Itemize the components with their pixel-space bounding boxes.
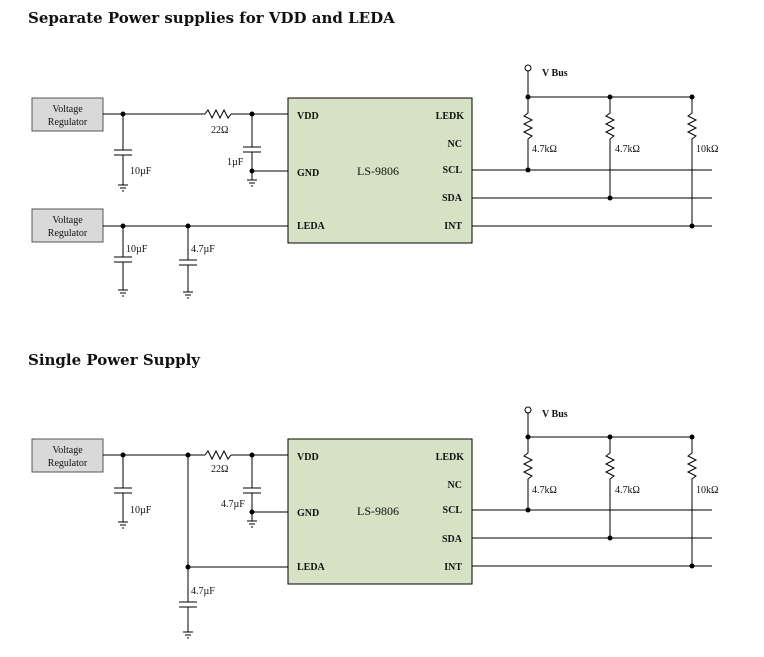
voltage-regulator-1: Voltage Regulator — [31, 97, 104, 132]
pin-leda: LEDA — [297, 221, 326, 232]
pullup-resistor-2-value: 4.7kΩ — [615, 144, 640, 155]
regulator-label-line2: Regulator — [48, 117, 88, 128]
pin-sda: SDA — [442, 193, 463, 204]
leda-capacitor-value: 4.7µF — [191, 586, 215, 597]
regulator-label-line1: Voltage — [52, 215, 83, 226]
vdd-decoupling-capacitor: 4.7µF — [221, 452, 288, 528]
schematic-single-supply: Voltage Regulator 22Ω 10µF 4.7µF 4.7µF V… — [31, 406, 718, 639]
i2c-bus: V Bus 4.7kΩ 4.7kΩ 10kΩ — [472, 64, 718, 229]
vbus-label: V Bus — [542, 409, 568, 420]
pin-vdd: VDD — [297, 111, 319, 122]
vdd-rail: 22Ω — [103, 449, 288, 475]
pullup-resistor-2 — [604, 97, 616, 198]
pin-scl: SCL — [443, 165, 463, 176]
pin-ledk: LEDK — [436, 111, 465, 122]
vbus-label: V Bus — [542, 68, 568, 79]
sensor-chip: VDD GND LEDA LS-9806 LEDK NC SCL SDA INT — [287, 438, 473, 585]
pullup-resistor-2 — [604, 437, 616, 538]
pullup-resistor-3 — [686, 437, 698, 566]
section-title-single: Single Power Supply — [28, 351, 200, 369]
vdd-decoupling-capacitor-value: 4.7µF — [221, 499, 245, 510]
vdd-decoupling-capacitor-value: 1µF — [227, 157, 244, 168]
pin-nc: NC — [448, 480, 462, 491]
chip-part-number: LS-9806 — [357, 504, 399, 518]
leda-rail: 10µF 4.7µF — [103, 223, 288, 299]
series-resistor — [204, 108, 232, 120]
pin-int: INT — [444, 221, 462, 232]
schematic-separate-supplies: Voltage Regulator Voltage Regulator 22Ω … — [31, 64, 718, 299]
leda-rail: 4.7µF — [179, 452, 288, 639]
regulator-label-line1: Voltage — [52, 445, 83, 456]
pullup-resistor-1-value: 4.7kΩ — [532, 144, 557, 155]
vdd-bulk-capacitor-value: 10µF — [130, 505, 152, 516]
pin-int: INT — [444, 562, 462, 573]
voltage-regulator-1: Voltage Regulator — [31, 438, 104, 473]
pullup-resistor-3-value: 10kΩ — [696, 485, 718, 496]
sensor-chip: VDD GND LEDA LS-9806 LEDK NC SCL SDA INT — [287, 97, 473, 244]
pin-vdd: VDD — [297, 452, 319, 463]
pullup-resistor-1-value: 4.7kΩ — [532, 485, 557, 496]
chip-part-number: LS-9806 — [357, 164, 399, 178]
section-title-separate: Separate Power supplies for VDD and LEDA — [28, 9, 395, 27]
pullup-resistor-3 — [686, 97, 698, 226]
pin-scl: SCL — [443, 505, 463, 516]
series-resistor — [204, 449, 232, 461]
pin-nc: NC — [448, 139, 462, 150]
regulator-label-line2: Regulator — [48, 458, 88, 469]
pin-sda: SDA — [442, 534, 463, 545]
regulator-label-line1: Voltage — [52, 104, 83, 115]
vdd-bulk-capacitor: 10µF — [114, 452, 152, 529]
pin-gnd: GND — [297, 168, 319, 179]
voltage-regulator-2: Voltage Regulator — [31, 208, 104, 243]
pin-leda: LEDA — [297, 562, 326, 573]
leda-capacitor-value: 4.7µF — [191, 244, 215, 255]
pin-ledk: LEDK — [436, 452, 465, 463]
pin-gnd: GND — [297, 508, 319, 519]
vdd-bulk-capacitor-value: 10µF — [130, 166, 152, 177]
regulator-label-line2: Regulator — [48, 228, 88, 239]
pullup-resistor-1 — [522, 437, 534, 510]
series-resistor-value: 22Ω — [211, 125, 228, 136]
vdd-bulk-capacitor: 10µF — [114, 111, 152, 192]
i2c-bus: V Bus 4.7kΩ 4.7kΩ 10kΩ — [472, 406, 718, 569]
vdd-rail: 22Ω — [103, 108, 288, 136]
pullup-resistor-1 — [522, 97, 534, 170]
pullup-resistor-3-value: 10kΩ — [696, 144, 718, 155]
pullup-resistor-2-value: 4.7kΩ — [615, 485, 640, 496]
vdd-decoupling-capacitor: 1µF — [227, 111, 288, 187]
series-resistor-value: 22Ω — [211, 464, 228, 475]
leda-bulk-capacitor-value: 10µF — [126, 244, 148, 255]
